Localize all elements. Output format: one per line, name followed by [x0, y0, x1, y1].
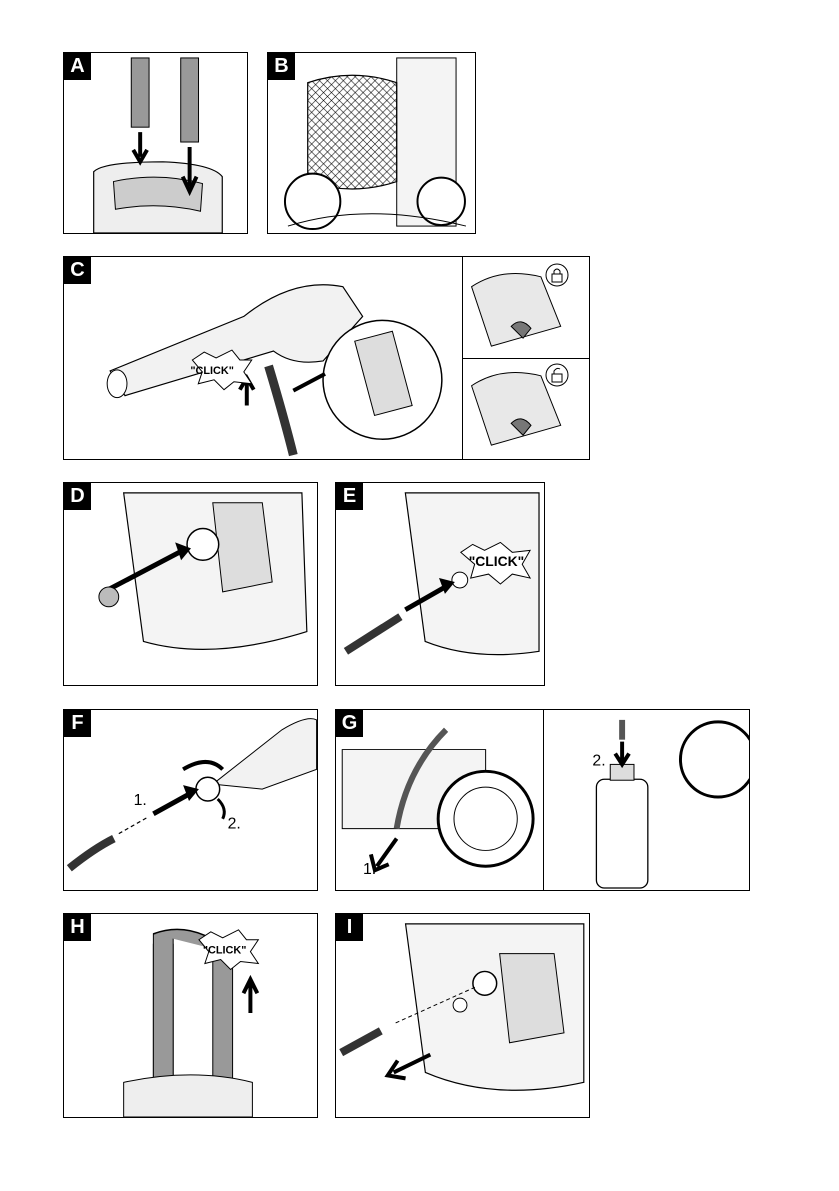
step-1-label-g: 1. [363, 861, 376, 878]
illustration-handle-insert [64, 53, 247, 233]
panel-label-e: E [336, 483, 363, 510]
panel-d: D [63, 482, 318, 686]
click-label-h: "CLICK" [203, 945, 247, 957]
step-2-label-f: 2. [228, 816, 241, 833]
padlock-closed-icon [545, 263, 569, 287]
illustration-trigger-lock [64, 257, 589, 459]
illustration-click-hose: "CLICK" [336, 483, 544, 685]
panel-label-h: H [64, 914, 91, 941]
panel-label-f: F [64, 710, 91, 737]
panel-label-d: D [64, 483, 91, 510]
panel-f: F 1. 2. [63, 709, 318, 891]
panel-e: E "CLICK" [335, 482, 545, 686]
padlock-open-icon [545, 363, 569, 387]
panel-label-g: G [336, 710, 363, 737]
illustration-detergent-hose: 1. 2. [336, 710, 749, 890]
illustration-accessory-bag [268, 53, 475, 233]
panel-h: H "CLICK" [63, 913, 318, 1118]
panel-i: I [335, 913, 590, 1118]
panel-label-c: C [64, 257, 91, 284]
step-2-label-g: 2. [592, 752, 605, 769]
panel-g: G 1. 2. [335, 709, 750, 891]
illustration-gun-hose-connect: 1. 2. [64, 710, 317, 890]
panel-label-a: A [64, 53, 91, 80]
illustration-handle-extend: "CLICK" [64, 914, 317, 1117]
panel-label-i: I [336, 914, 363, 941]
step-1-label-f: 1. [134, 792, 147, 809]
illustration-connect-hose-nozzle [64, 483, 317, 685]
panel-a: A [63, 52, 248, 234]
illustration-remove-hose [336, 914, 589, 1117]
panel-c: C "CLICK" [63, 256, 590, 460]
click-label-e: "CLICK" [469, 553, 525, 569]
panel-b: B [267, 52, 476, 234]
panel-label-b: B [268, 53, 295, 80]
